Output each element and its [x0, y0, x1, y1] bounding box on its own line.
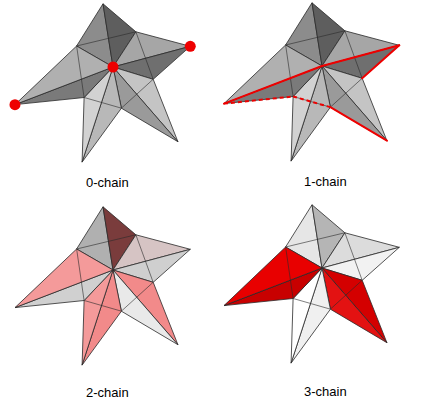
hidden-edge	[286, 247, 293, 298]
simplex-face	[224, 247, 322, 306]
simplex-face	[113, 67, 178, 142]
hidden-edge	[293, 298, 330, 309]
chain-label: 0-chain	[86, 175, 129, 191]
hidden-edge	[84, 300, 121, 311]
hidden-edge	[77, 249, 84, 300]
hidden-edge	[345, 31, 362, 79]
simplex-face	[113, 270, 178, 345]
hidden-edge	[77, 32, 136, 46]
hidden-edge	[345, 233, 362, 281]
chain-label: 2-chain	[86, 385, 129, 401]
hidden-edge	[136, 235, 153, 283]
hidden-edge	[121, 282, 153, 311]
star-complex	[15, 207, 190, 365]
chain-edge	[362, 45, 399, 78]
star-complex	[224, 3, 399, 161]
simplex-face	[15, 249, 113, 308]
hidden-edge	[121, 79, 153, 108]
hidden-edge	[77, 235, 136, 249]
hidden-chain-edge	[224, 96, 293, 103]
simplex-face	[322, 268, 387, 343]
simplex-face	[322, 66, 387, 141]
chain-label: 3-chain	[304, 384, 347, 400]
hidden-edge	[330, 280, 362, 309]
simplex-face	[322, 66, 387, 141]
hidden-edge	[293, 96, 330, 107]
hidden-edge	[286, 31, 345, 45]
star-complex	[15, 4, 190, 162]
chain-vertex	[185, 41, 196, 52]
chain-vertex	[108, 62, 119, 73]
hidden-edge	[77, 46, 84, 97]
star-complex	[224, 205, 399, 363]
chain-label: 1-chain	[304, 174, 347, 190]
chain-edge	[330, 107, 387, 141]
chain-vertex	[9, 99, 20, 110]
simplex-face	[113, 67, 178, 142]
simplex-face	[113, 270, 178, 345]
chain-edge	[224, 66, 322, 104]
hidden-chain-edge	[293, 96, 330, 107]
hidden-edge	[286, 233, 345, 247]
simplex-face	[15, 46, 113, 105]
hidden-edge	[136, 32, 153, 80]
hidden-edge	[84, 97, 121, 108]
hidden-edge	[286, 45, 293, 96]
hidden-edge	[330, 78, 362, 107]
simplex-face	[224, 45, 322, 104]
simplex-face	[322, 268, 387, 343]
